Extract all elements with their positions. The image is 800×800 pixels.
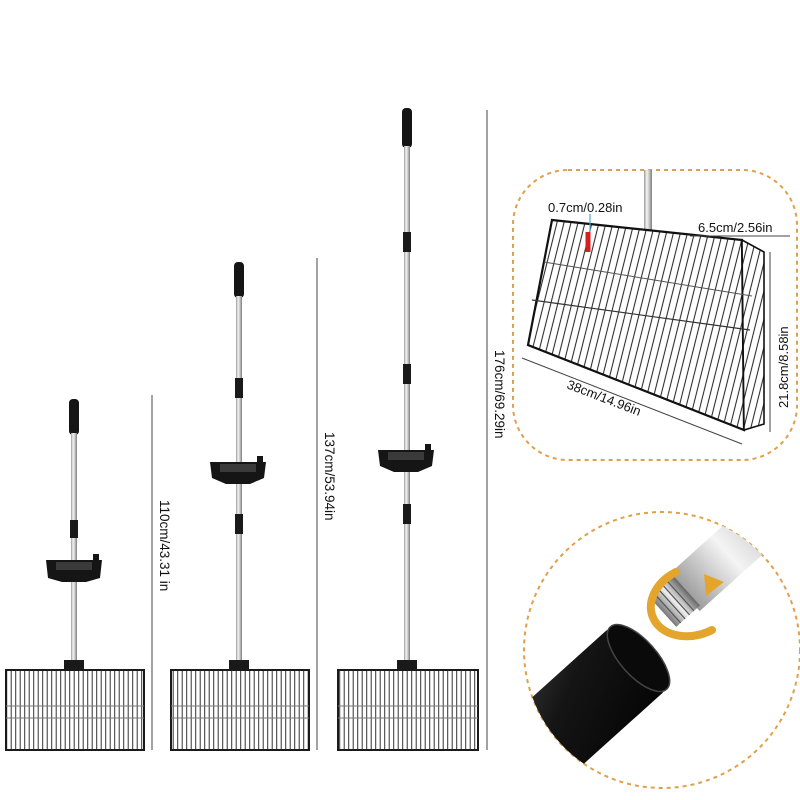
depth-label: 6.5cm/2.56in [698, 220, 772, 235]
rake-medium: 137cm/53.94in [170, 258, 337, 751]
basket-crossbar [543, 261, 753, 297]
pole-joint [403, 364, 411, 384]
rake-basket [5, 669, 145, 751]
height-label: 137cm/53.94in [322, 432, 337, 521]
basket-crossbar [531, 299, 751, 331]
assist-handle [46, 554, 102, 582]
rake-pole [71, 433, 77, 663]
assist-handle [210, 456, 266, 484]
thread [649, 575, 700, 627]
pole-joint [235, 378, 243, 398]
pole-joint [403, 232, 411, 252]
grip-opening [606, 623, 671, 693]
wire-gap-label: 0.7cm/0.28in [548, 200, 622, 215]
rake-grip [69, 399, 79, 435]
rake-short: 110cm/43.31 in [5, 395, 172, 751]
pole-joint [235, 514, 243, 534]
rake-grip [234, 262, 244, 298]
height-label: 21.8cm/8.58in [776, 326, 791, 408]
rake-pole [404, 146, 410, 666]
rake-bracket [397, 660, 417, 670]
width-dimension-line [521, 357, 743, 445]
rake-tall: 176cm/69.29in [337, 108, 507, 751]
height-label: 176cm/69.29in [492, 350, 507, 439]
basket-side [741, 238, 765, 432]
rake-basket [170, 669, 310, 751]
rake-grip [402, 108, 412, 148]
pole-joint [70, 520, 78, 538]
rake-bracket [64, 660, 84, 670]
rake-bracket [229, 660, 249, 670]
height-label: 110cm/43.31 in [157, 500, 172, 591]
pole-stub [644, 170, 652, 236]
pole-joint [403, 504, 411, 524]
assist-handle [378, 444, 434, 472]
rake-basket [337, 669, 479, 751]
rotate-arrow-icon [646, 568, 724, 641]
basket-detail-callout: 0.7cm/0.28in 6.5cm/2.56in 21.8cm/8.58in … [512, 169, 798, 461]
connector-detail-callout [523, 511, 800, 789]
